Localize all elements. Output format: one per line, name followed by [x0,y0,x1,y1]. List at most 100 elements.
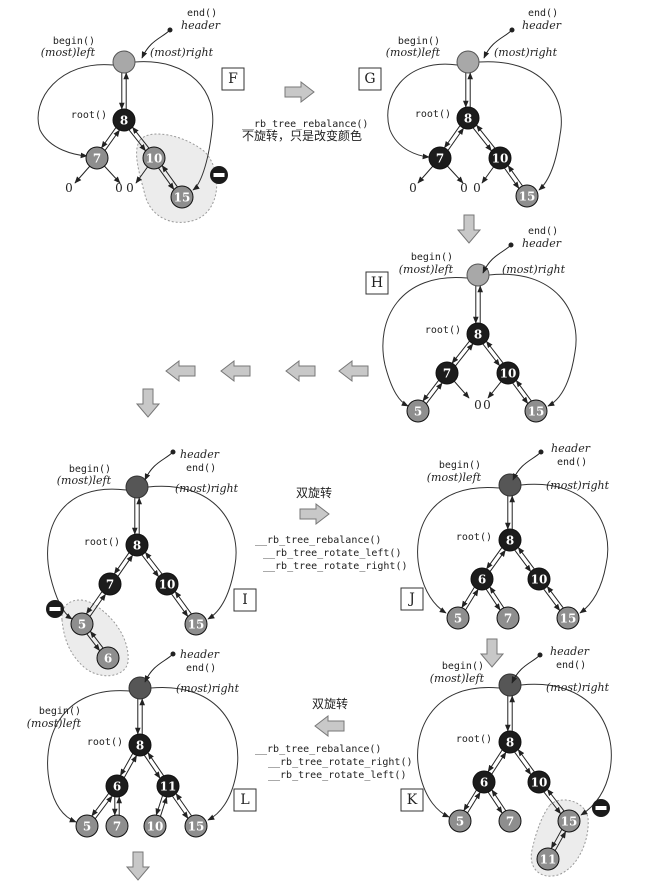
null-zero: 0 [460,181,468,195]
panel-label: G [364,71,375,87]
rebalance-call: __rb_tree_rebalance() [242,119,368,130]
child-link [512,382,529,405]
node-key-7: 7 [436,152,444,166]
child-link [463,789,477,812]
header-label: header [551,442,591,455]
null-zero: 0 [409,181,417,195]
tree-node-11 [536,847,560,871]
header-label: header [181,19,221,32]
node-key-15: 15 [528,405,545,419]
parent-link [160,796,168,817]
child-link [114,552,130,575]
mostright-label: (most)right [546,681,610,694]
parent-link [486,340,504,364]
panel-label-box [233,788,257,812]
node-key-6: 6 [113,780,121,794]
parent-link [132,126,150,149]
parent-link [94,795,113,819]
tree-node-6 [96,646,120,670]
panel-label: J [407,591,415,607]
tree-node-5 [70,612,94,636]
parent-link [447,127,464,151]
tree-node-7 [98,572,122,596]
header-label: header [180,648,220,661]
header-link-curve [520,683,612,816]
node-key-8: 8 [506,736,514,750]
header-link-curve [417,487,500,614]
end-pointer [511,654,541,684]
parent-link [547,788,565,812]
null-link [135,165,149,184]
step-arrow-j-k [479,638,505,668]
node-key-7: 7 [113,820,121,834]
root-label: root() [415,109,451,120]
node-key-8: 8 [133,539,141,553]
child-link [158,167,175,190]
end-pointer [144,451,174,481]
pin-dot [170,449,176,455]
parent-link [89,593,106,617]
end-pointer [512,451,542,481]
mostleft-label: (most)left [430,672,485,685]
node-key-6: 6 [104,652,112,666]
node-key-7: 7 [504,612,512,626]
parent-link [161,165,178,188]
node-key-15: 15 [188,618,205,632]
child-link [482,343,500,367]
child-link [422,380,439,402]
parent-link [491,789,507,811]
end-label: end() [186,463,216,474]
step-arrow-f-g [284,80,315,104]
end-pointer [144,653,174,683]
no-rotation-note: 不旋转，只是改变颜色 [242,128,362,143]
tree-node-5 [446,606,470,630]
panel-label: L [240,792,249,808]
rotate-left-call: __rb_tree_rotate_left() [263,548,401,559]
child-link [172,795,189,819]
tree-node-10 [496,361,520,385]
null-link [74,165,91,184]
mostright-label: (most)right [546,479,610,492]
panel-label: K [407,792,418,808]
begin-label: begin() [53,36,95,47]
node-key-15: 15 [519,190,536,204]
tree-node-8 [112,108,136,132]
node-key-8: 8 [120,114,128,128]
end-label: end() [528,226,558,237]
header-node [498,473,522,497]
root-label: root() [456,532,492,543]
end-label: end() [557,457,587,468]
mostright-label: (most)right [502,263,566,276]
begin-label: begin() [398,36,440,47]
tree-node-15 [557,809,581,833]
node-key-6: 6 [480,776,488,790]
child-link [451,340,470,364]
node-key-5: 5 [454,612,462,626]
null-link [453,380,470,399]
pin-dot [538,449,544,455]
null-link [481,165,495,184]
parent-link [174,591,192,615]
mostleft-label: (most)left [57,474,112,487]
tree-node-15 [515,184,539,208]
child-link [543,791,561,815]
node-key-7: 7 [506,815,514,829]
tree-node-8 [498,528,522,552]
rotate-right-call: __rb_tree_rotate_right() [263,561,408,572]
root-label: root() [71,110,107,121]
end-label: end() [556,660,586,671]
panel-label-box [400,587,424,611]
node-key-10: 10 [146,152,163,166]
null-link [417,165,434,184]
child-link [485,589,501,611]
step-arrow-i-j [299,502,330,526]
header-link-curve [478,61,562,191]
rebalance-call: __rb_tree_rebalance() [255,744,381,755]
child-link [171,593,189,617]
panel-label: H [371,275,383,291]
double-rotation-label: 双旋转 [296,485,332,500]
null-zero: 0 [65,181,73,195]
node-key-6: 6 [478,573,486,587]
rotate-right-call: __rb_tree_rotate_right() [268,757,413,768]
null-zero: 0 [474,398,482,412]
